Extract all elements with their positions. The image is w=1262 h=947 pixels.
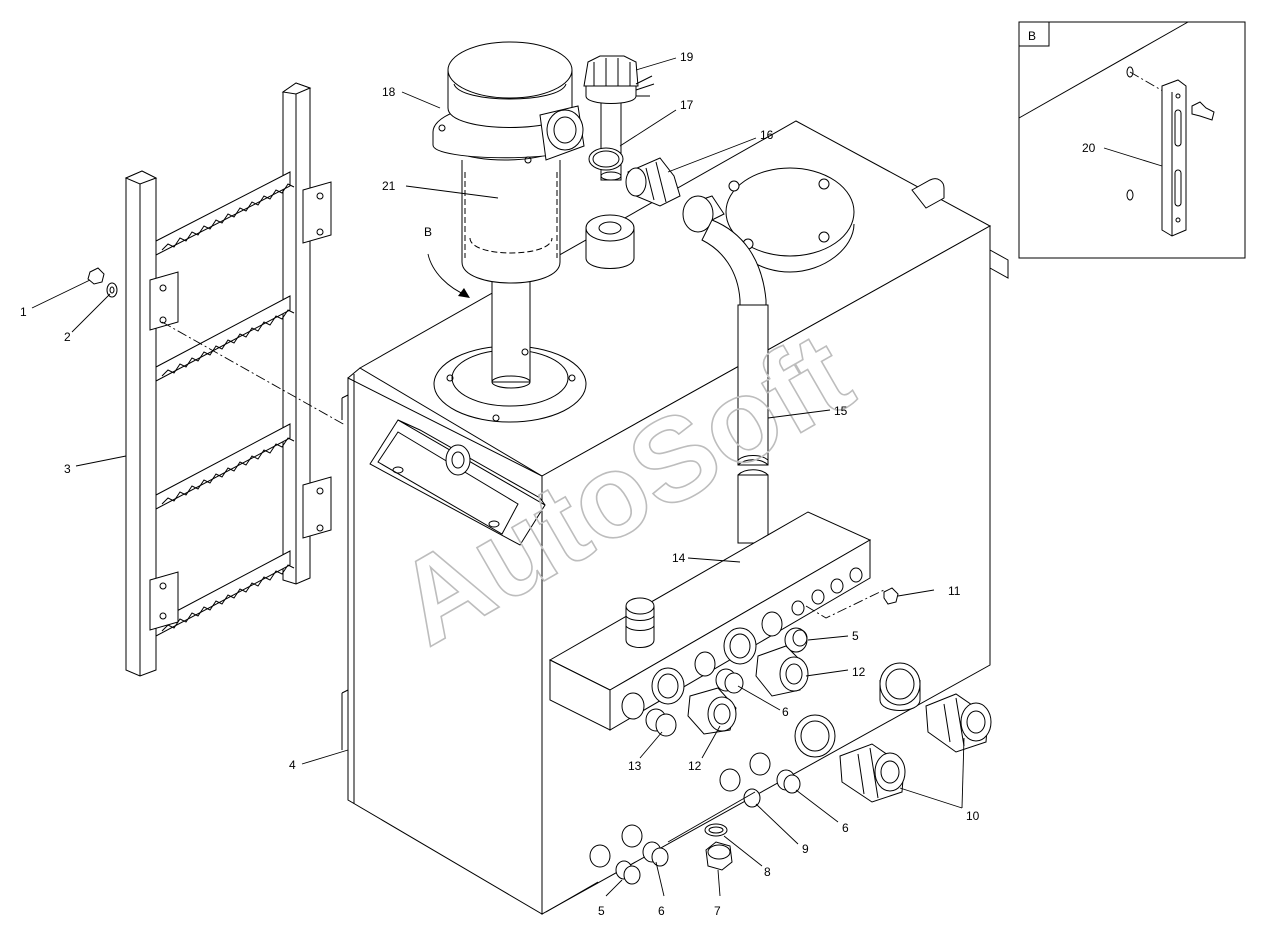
callout-9: 9 bbox=[802, 842, 809, 856]
callout-labels: 1 2 3 4 5 5 6 6 6 7 8 9 10 11 12 12 13 1… bbox=[20, 29, 1096, 918]
bolt-part-1 bbox=[87, 267, 105, 285]
callout-7: 7 bbox=[714, 904, 721, 918]
adapter-part-16 bbox=[625, 157, 681, 207]
leader-lines bbox=[31, 57, 1163, 913]
callout-5a: 5 bbox=[852, 629, 859, 643]
fitting-part-13 bbox=[645, 708, 677, 737]
plug-part-10-a bbox=[879, 662, 921, 711]
fitting-part-12-lower bbox=[687, 687, 737, 735]
cap-row-mid bbox=[719, 752, 801, 808]
callout-18: 18 bbox=[382, 85, 396, 99]
callout-21: 21 bbox=[382, 179, 396, 193]
ladder-rung-4 bbox=[155, 550, 295, 637]
fitting-part-6-upper bbox=[715, 668, 744, 694]
callout-12a: 12 bbox=[852, 665, 866, 679]
callout-5b: 5 bbox=[598, 904, 605, 918]
filter-flange bbox=[433, 269, 587, 423]
view-b-arrowhead bbox=[458, 288, 470, 298]
callout-13: 13 bbox=[628, 759, 642, 773]
hose-part-15 bbox=[682, 195, 769, 544]
plug-part-10-b bbox=[794, 714, 836, 758]
callout-1: 1 bbox=[20, 305, 27, 319]
fitting-part-10-b bbox=[839, 743, 906, 803]
fitting-part-12-upper bbox=[755, 645, 809, 697]
callout-14: 14 bbox=[672, 551, 686, 565]
callout-12b: 12 bbox=[688, 759, 702, 773]
port-manifold bbox=[548, 511, 885, 731]
callout-19: 19 bbox=[680, 50, 694, 64]
callout-17: 17 bbox=[680, 98, 694, 112]
cap-row-low bbox=[589, 824, 669, 885]
callout-20: 20 bbox=[1082, 141, 1096, 155]
screw-part-11 bbox=[883, 587, 899, 605]
callout-16: 16 bbox=[760, 128, 774, 142]
callout-15: 15 bbox=[834, 404, 848, 418]
callout-4: 4 bbox=[289, 758, 296, 772]
detail-inset-b bbox=[1018, 21, 1246, 259]
callout-10: 10 bbox=[966, 809, 980, 823]
callout-11: 11 bbox=[948, 584, 961, 598]
fitting-part-10-a bbox=[925, 693, 992, 753]
callout-2: 2 bbox=[64, 330, 71, 344]
spacer-ring bbox=[585, 214, 635, 269]
ladder-rung-2 bbox=[155, 295, 295, 382]
return-filter bbox=[432, 41, 585, 284]
callout-8: 8 bbox=[764, 865, 771, 879]
washer-part-2 bbox=[106, 282, 118, 298]
callout-3: 3 bbox=[64, 462, 71, 476]
ladder-rung-1 bbox=[155, 171, 295, 256]
inset-b-label: B bbox=[1028, 29, 1036, 43]
bolt-inset bbox=[1191, 101, 1215, 121]
ladder bbox=[124, 82, 332, 677]
drain-plug-part-7 bbox=[705, 841, 733, 871]
o-ring-part-17 bbox=[588, 147, 624, 171]
fitting-part-5-upper bbox=[784, 627, 808, 653]
view-b-marker: B bbox=[424, 225, 432, 239]
callout-6a: 6 bbox=[782, 705, 789, 719]
seal-part-8 bbox=[704, 823, 728, 837]
callout-6b: 6 bbox=[842, 821, 849, 835]
ladder-rung-3 bbox=[155, 423, 295, 510]
callout-6c: 6 bbox=[658, 904, 665, 918]
